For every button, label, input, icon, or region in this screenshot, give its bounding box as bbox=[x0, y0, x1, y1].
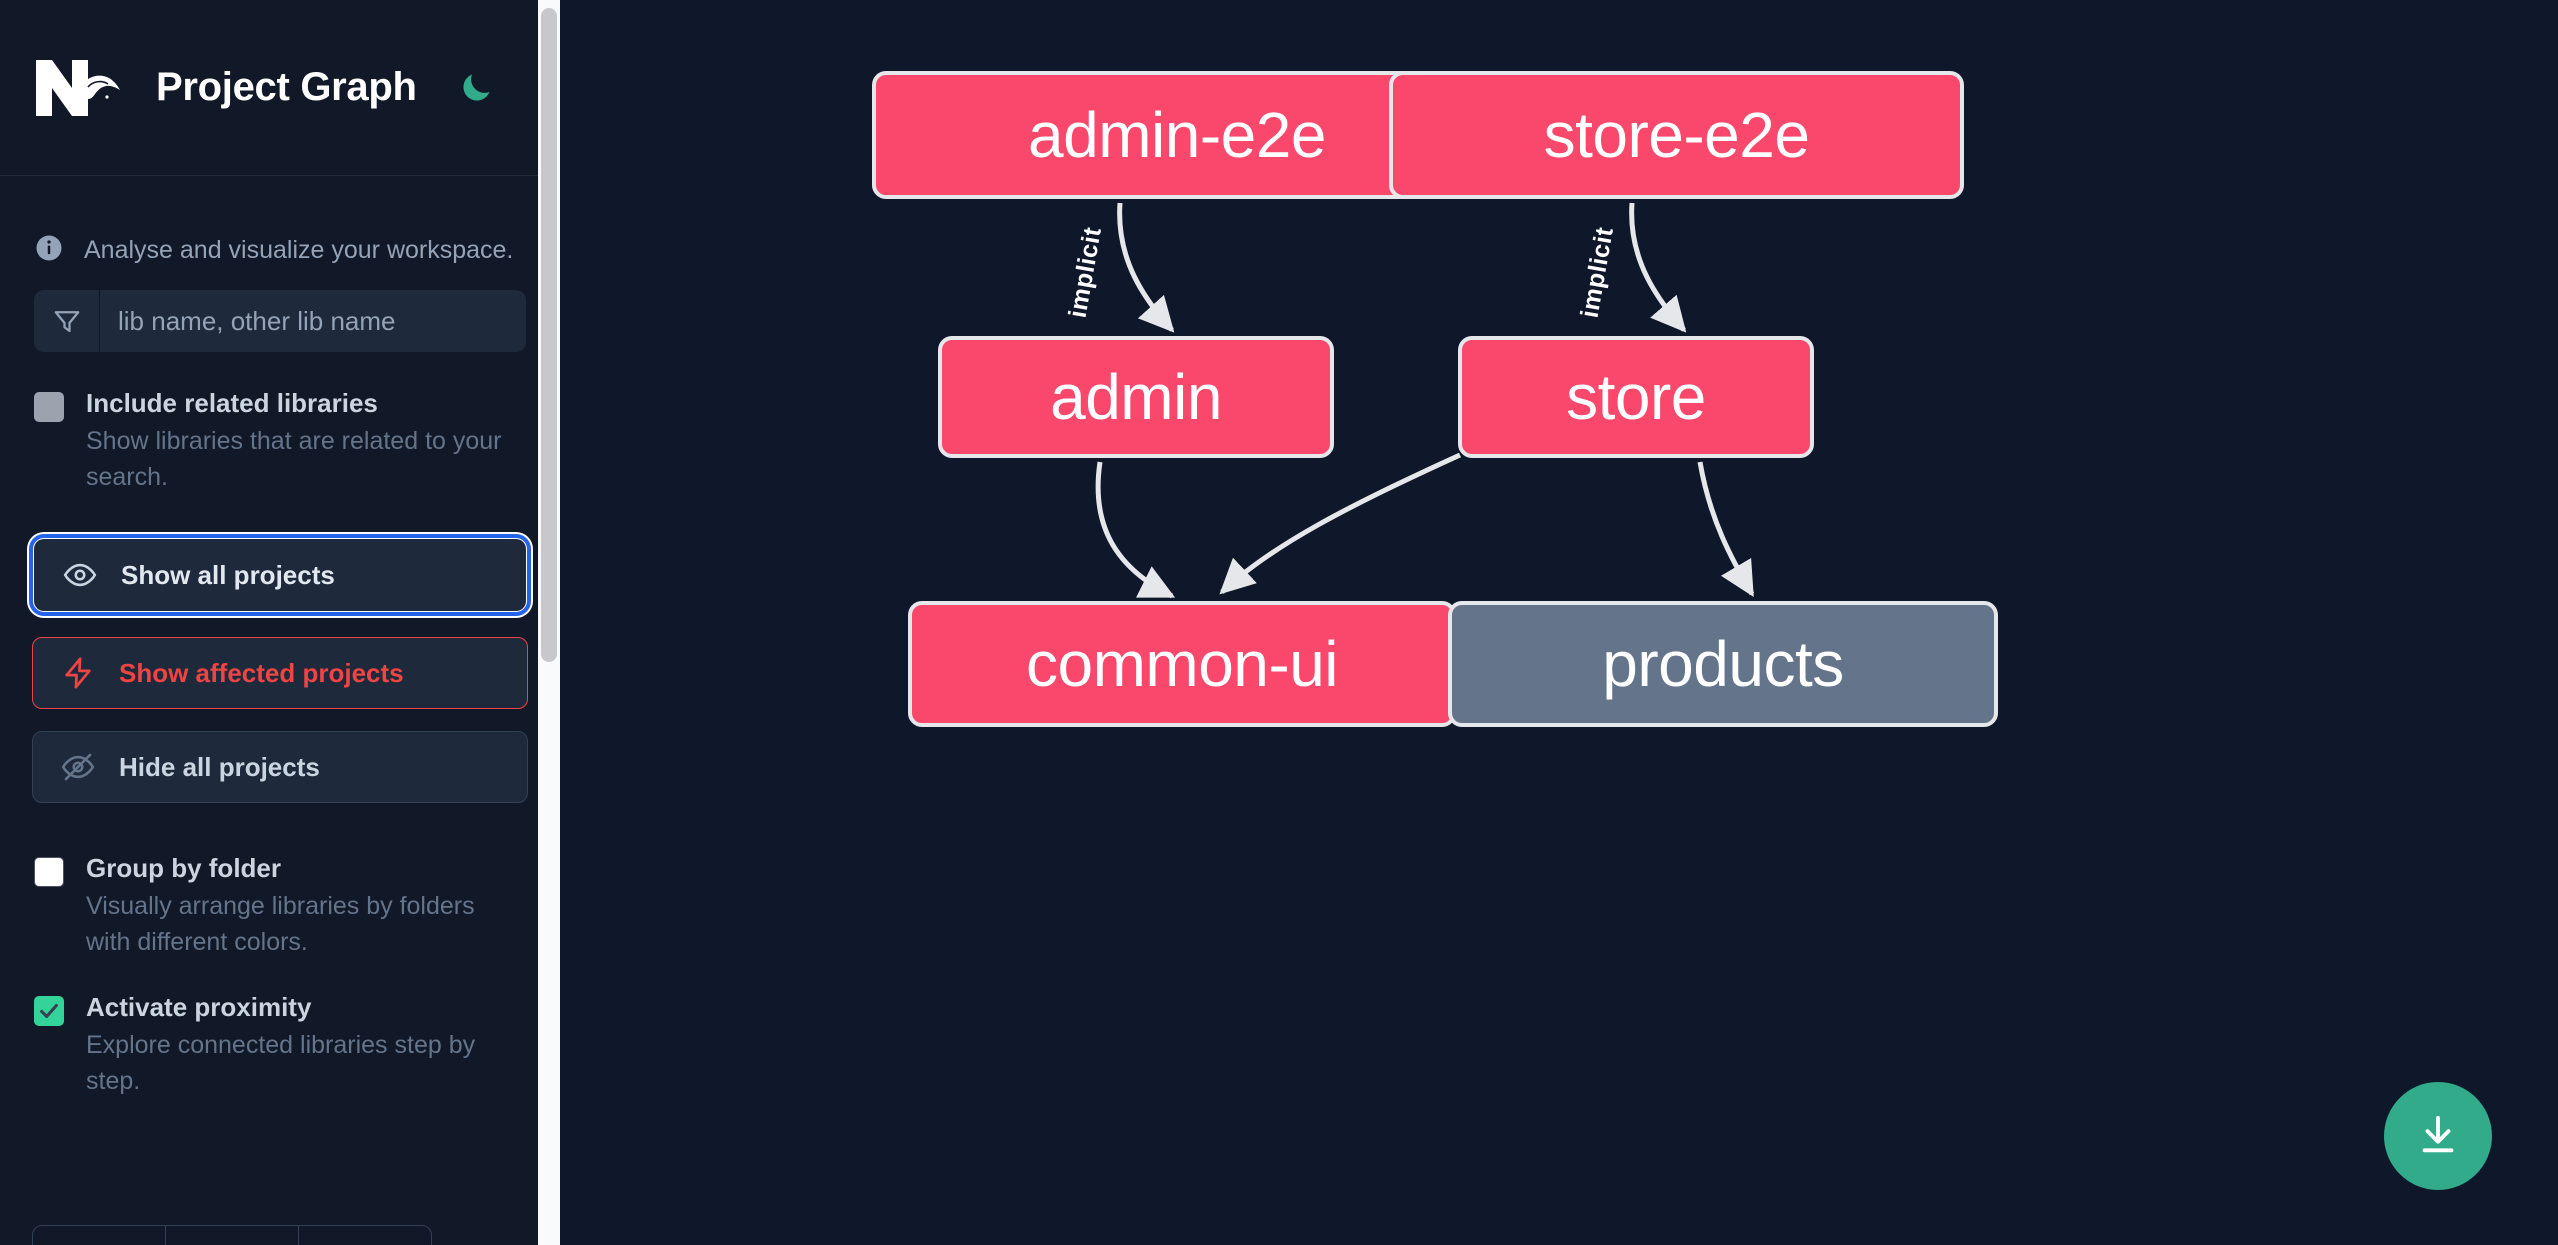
graph-canvas[interactable]: admin-e2e store-e2e admin store common-u… bbox=[560, 0, 2558, 1245]
node-label: admin-e2e bbox=[1028, 99, 1326, 171]
activate-proximity-checkbox[interactable] bbox=[34, 996, 64, 1027]
option-description: Show libraries that are related to your … bbox=[86, 427, 502, 491]
graph-node-store[interactable]: store bbox=[1458, 336, 1814, 458]
search-box[interactable] bbox=[34, 290, 526, 352]
edge-admin-e2e-to-admin bbox=[1117, 202, 1175, 333]
sidebar-scrollbar-thumb[interactable] bbox=[541, 8, 557, 662]
edge-store-e2e-to-store bbox=[1629, 202, 1687, 333]
graph-node-admin[interactable]: admin bbox=[938, 336, 1334, 458]
action-buttons: Show all projects Show affected projects bbox=[0, 495, 560, 804]
graph-node-common-ui[interactable]: common-ui bbox=[908, 601, 1456, 727]
edge-store-to-common-ui bbox=[1219, 452, 1462, 595]
segment-1[interactable] bbox=[33, 1226, 166, 1245]
node-label: common-ui bbox=[1025, 628, 1339, 700]
nx-logo-icon bbox=[34, 57, 126, 119]
show-all-projects-label: Show all projects bbox=[121, 559, 335, 590]
tagline: Analyse and visualize your workspace. bbox=[0, 176, 560, 282]
node-label: store-e2e bbox=[1543, 99, 1810, 171]
tagline-text: Analyse and visualize your workspace. bbox=[84, 235, 514, 264]
eye-off-icon bbox=[61, 750, 95, 784]
group-by-folder-checkbox[interactable] bbox=[34, 857, 64, 888]
option-label: Include related libraries bbox=[86, 388, 378, 418]
show-affected-projects-button[interactable]: Show affected projects bbox=[32, 637, 528, 710]
search-input[interactable] bbox=[100, 290, 526, 352]
sidebar-header: Project Graph bbox=[0, 0, 560, 176]
option-label: Group by folder bbox=[86, 853, 281, 884]
info-icon bbox=[34, 233, 64, 268]
hide-all-projects-button[interactable]: Hide all projects bbox=[32, 731, 528, 804]
option-description: Explore connected libraries step by step… bbox=[86, 1031, 476, 1095]
search-section bbox=[0, 282, 560, 352]
moon-icon[interactable] bbox=[453, 65, 499, 111]
node-label: admin bbox=[1050, 361, 1222, 433]
show-affected-projects-label: Show affected projects bbox=[119, 657, 404, 688]
option-texts: Group by folder Visually arrange librari… bbox=[86, 851, 516, 960]
option-texts: Include related libraries Show libraries… bbox=[86, 386, 516, 495]
node-label: products bbox=[1602, 628, 1844, 700]
graph-node-products[interactable]: products bbox=[1448, 601, 1998, 727]
option-texts: Activate proximity Explore connected lib… bbox=[86, 990, 516, 1099]
option-description: Visually arrange libraries by folders wi… bbox=[86, 892, 475, 956]
bottom-segmented-control[interactable] bbox=[32, 1225, 432, 1245]
eye-icon bbox=[63, 558, 97, 592]
graph-edges bbox=[1095, 202, 1755, 599]
lightning-icon bbox=[61, 656, 95, 690]
sidebar: Project Graph Analyse and visualize your… bbox=[0, 0, 560, 1245]
show-all-projects-button[interactable]: Show all projects bbox=[29, 534, 531, 617]
option-include-related-libraries[interactable]: Include related libraries Show libraries… bbox=[0, 352, 560, 495]
segment-2[interactable] bbox=[166, 1226, 299, 1245]
edge-admin-to-common-ui bbox=[1095, 461, 1176, 599]
filter-icon bbox=[34, 290, 100, 352]
page-title: Project Graph bbox=[156, 65, 417, 109]
segment-3[interactable] bbox=[299, 1226, 431, 1245]
sidebar-content: Project Graph Analyse and visualize your… bbox=[0, 0, 560, 1245]
edge-store-to-products bbox=[1697, 461, 1755, 598]
option-activate-proximity[interactable]: Activate proximity Explore connected lib… bbox=[0, 960, 560, 1099]
sidebar-scrollbar[interactable] bbox=[538, 0, 560, 1245]
hide-all-projects-label: Hide all projects bbox=[119, 751, 320, 782]
download-icon bbox=[2415, 1112, 2461, 1161]
option-group-by-folder[interactable]: Group by folder Visually arrange librari… bbox=[0, 803, 560, 960]
option-label: Activate proximity bbox=[86, 992, 312, 1023]
graph-node-store-e2e[interactable]: store-e2e bbox=[1389, 71, 1964, 199]
download-graph-button[interactable] bbox=[2384, 1082, 2492, 1190]
include-related-libraries-checkbox[interactable] bbox=[34, 392, 64, 422]
node-label: store bbox=[1566, 361, 1706, 433]
